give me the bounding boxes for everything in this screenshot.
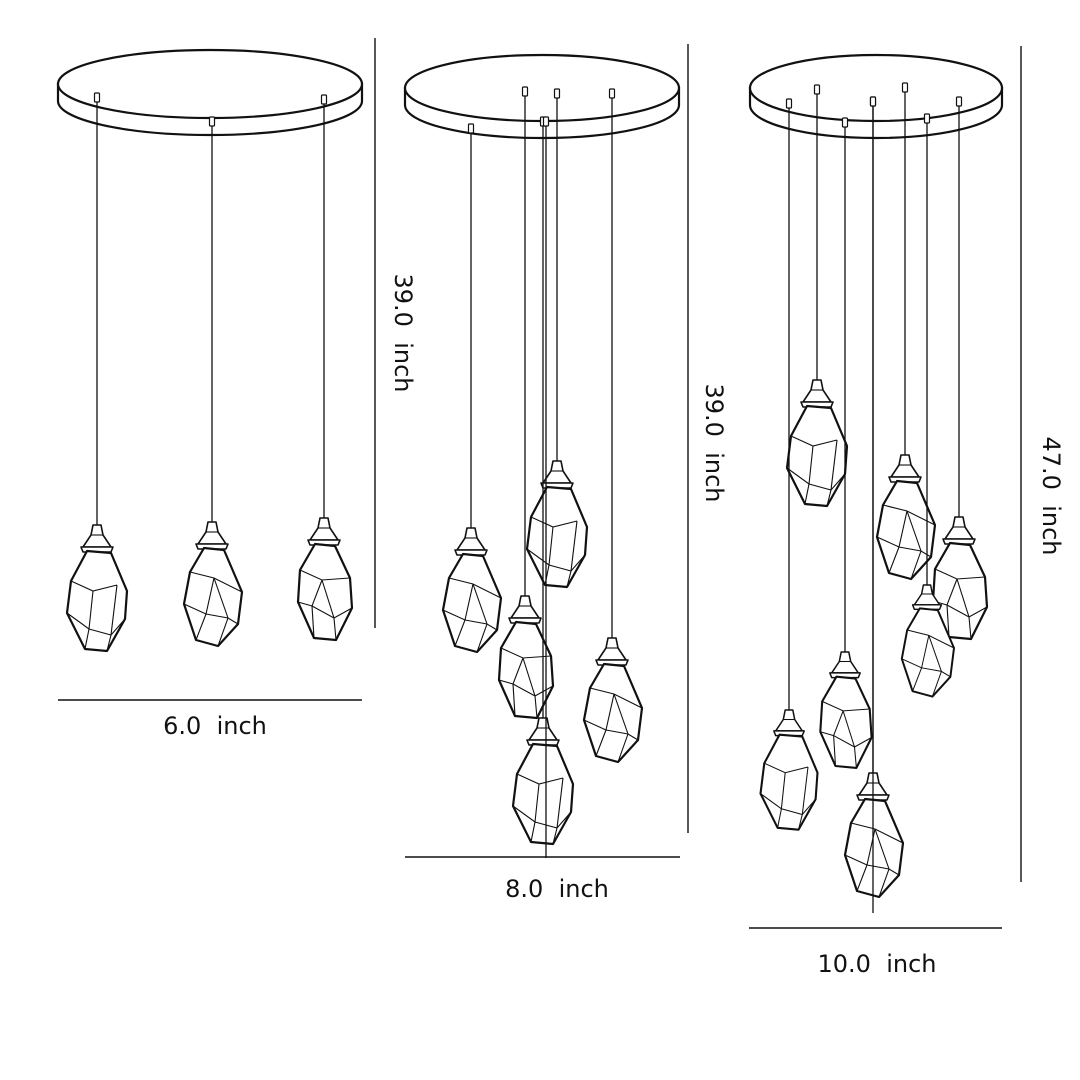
pendant-2-2 [525,88,589,589]
height-label-fixture-2: 39.0 inch [700,384,728,503]
pendant-1-1 [65,92,129,653]
pendant-3-3 [931,96,989,641]
pendant-3-5 [819,117,873,769]
canopy-3 [748,53,1004,140]
pendant-2-3 [497,86,555,720]
pendant-2-5 [511,116,575,846]
pendant-1-3 [296,94,354,642]
canopy-1 [56,48,364,137]
width-label-fixture-3: 10.0 inch [818,950,937,978]
pendant-1-2 [182,116,244,648]
height-label-fixture-3: 47.0 inch [1037,437,1065,556]
pendant-3-1 [785,84,849,508]
height-label-fixture-1: 39.0 inch [389,274,417,393]
pendant-3-4 [900,113,955,698]
pendant-3-2 [875,82,937,581]
pendant-2-1 [441,123,503,654]
fixtures-layer [56,48,1004,913]
pendant-3-6 [759,98,819,831]
pendant-3-8 [869,96,877,913]
width-label-fixture-2: 8.0 inch [505,875,609,903]
pendant-2-6 [542,116,550,858]
width-label-fixture-1: 6.0 inch [163,712,267,740]
pendant-2-4 [582,88,644,764]
